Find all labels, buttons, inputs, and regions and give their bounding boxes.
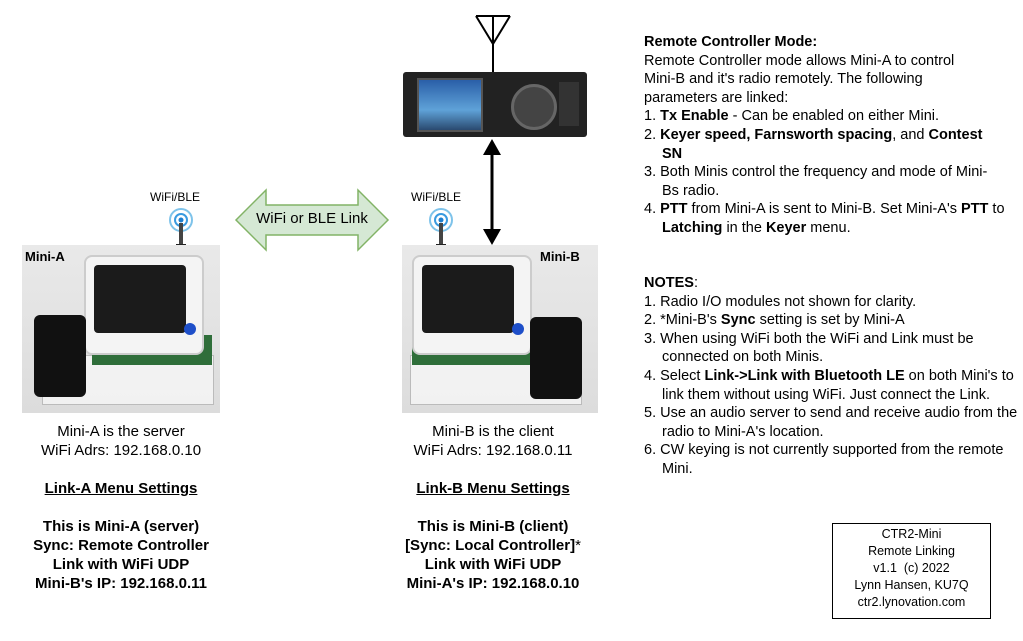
credits-box: CTR2-Mini Remote Linking v1.1 (c) 2022 L… xyxy=(832,523,991,619)
footnote-marker: * xyxy=(575,537,581,554)
mini-a-menu-title: Link-A Menu Settings xyxy=(44,480,198,497)
credit-line: Remote Linking xyxy=(868,544,955,558)
mini-a-caption: Mini-A is the server WiFi Adrs: 192.168.… xyxy=(0,422,251,593)
setting-line: Link with WiFi UDP xyxy=(424,556,562,573)
mini-b-photo-label: Mini-B xyxy=(540,249,580,264)
mini-a-photo-label: Mini-A xyxy=(25,249,65,264)
mini-b-wifi-address: WiFi Adrs: 192.168.0.11 xyxy=(413,442,573,459)
list-item: 2. Keyer speed, Farnsworth spacing, and … xyxy=(644,126,983,162)
mini-b-caption: Mini-B is the client WiFi Adrs: 192.168.… xyxy=(363,422,623,593)
antenna-icon xyxy=(475,15,511,74)
setting-line: This is Mini-A (server) xyxy=(42,518,200,535)
list-item: 3. Both Minis control the frequency and … xyxy=(644,164,988,199)
list-item: 1. Tx Enable - Can be enabled on either … xyxy=(644,108,940,125)
list-item: 4. PTT from Mini-A is sent to Mini-B. Se… xyxy=(644,201,1005,236)
mini-b-settings: This is Mini-B (client) [Sync: Local Con… xyxy=(363,517,623,593)
wifi-ble-link-arrow xyxy=(234,188,390,252)
mini-b-wifi-label: WiFi/BLE xyxy=(411,190,462,204)
setting-line: Mini-B's IP: 192.168.0.11 xyxy=(35,575,207,592)
credit-line: CTR2-Mini xyxy=(881,527,942,541)
mini-a-settings: This is Mini-A (server) Sync: Remote Con… xyxy=(0,517,251,593)
section-title: Remote Controller Mode: xyxy=(644,34,818,50)
mini-a-wifi-label: WiFi/BLE xyxy=(150,190,201,204)
list-item: 5. Use an audio server to send and recei… xyxy=(644,405,1018,440)
list-item: 3. When using WiFi both the WiFi and Lin… xyxy=(644,330,974,366)
setting-line: This is Mini-B (client) xyxy=(417,518,569,535)
section-intro: Remote Controller mode allows Mini-A to … xyxy=(644,52,955,106)
mini-a-role: Mini-A is the server xyxy=(57,423,185,440)
mini-b-image: Mini-B xyxy=(402,245,598,413)
mini-a-image: Mini-A xyxy=(22,245,220,413)
mini-a-wifi-address: WiFi Adrs: 192.168.0.10 xyxy=(40,442,202,459)
list-item: 2. *Mini-B's Sync setting is set by Mini… xyxy=(644,312,905,329)
setting-line: Link with WiFi UDP xyxy=(52,556,190,573)
setting-line: Mini-A's IP: 192.168.0.10 xyxy=(406,575,580,592)
credit-line: v1.1 (c) 2022 xyxy=(873,561,950,575)
mini-b-menu-title: Link-B Menu Settings xyxy=(416,480,570,497)
radio-link-arrow xyxy=(483,139,501,245)
sync-setting: [Sync: Local Controller] xyxy=(405,537,576,554)
notes-title: NOTES: xyxy=(644,275,698,291)
list-item: 1. Radio I/O modules not shown for clari… xyxy=(644,293,917,310)
link-arrow-label: WiFi or BLE Link xyxy=(256,210,368,227)
setting-line: [Sync: Local Controller]* xyxy=(363,536,623,555)
credit-line: Lynn Hansen, KU7Q xyxy=(854,578,969,592)
mini-b-role: Mini-B is the client xyxy=(432,423,554,440)
list-item: 4. Select Link->Link with Bluetooth LE o… xyxy=(644,367,1014,403)
radio-transceiver-image xyxy=(403,72,587,137)
notes-section: NOTES: 1. Radio I/O modules not shown fo… xyxy=(644,274,1017,479)
credit-line: ctr2.lynovation.com xyxy=(857,595,966,609)
setting-line: Sync: Remote Controller xyxy=(33,537,209,554)
remote-controller-section: Remote Controller Mode: Remote Controlle… xyxy=(644,33,1014,238)
list-item: 6. CW keying is not currently supported … xyxy=(644,442,1004,477)
